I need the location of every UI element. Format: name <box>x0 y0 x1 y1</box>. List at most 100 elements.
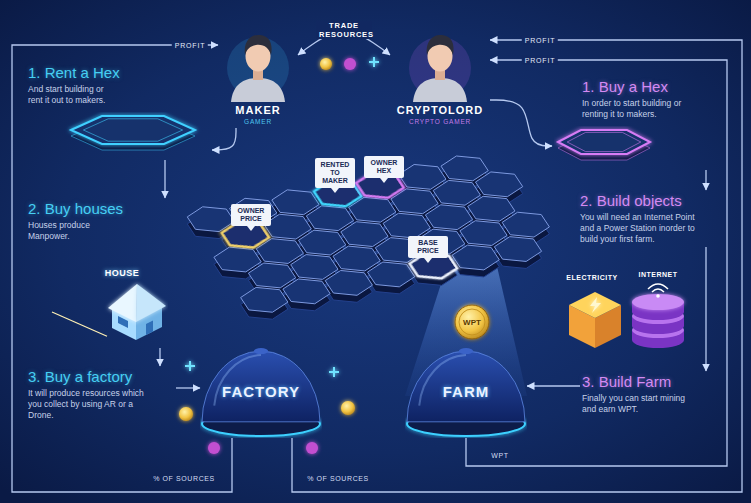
avatar-figure <box>408 28 472 102</box>
flow-connector <box>490 100 552 146</box>
player-name: CRYPTOLORD <box>390 104 490 117</box>
callout-pointer-shape <box>380 178 388 183</box>
callout-pointer <box>247 226 255 231</box>
connector-label: PROFIT <box>522 56 558 65</box>
player-avatar: MAKERGAMER <box>218 28 298 128</box>
hex-tile-inner <box>83 119 182 141</box>
step-text: You will need an Internet Point and a Po… <box>580 212 710 245</box>
step-text: Houses produce Manpower. <box>28 220 102 242</box>
step-heading: 3. Buy a factory <box>28 368 174 386</box>
internet-disc <box>632 294 684 310</box>
callout-tag: RENTED TO MAKER <box>315 158 355 188</box>
step-text: And start building or rent it out to mak… <box>28 84 118 106</box>
step-heading: 2. Buy houses <box>28 200 170 218</box>
step-block: 2. Build objectsYou will need an Interne… <box>578 190 713 247</box>
fence-post <box>66 316 68 325</box>
house-roof <box>136 284 166 322</box>
dome-knob <box>459 348 473 354</box>
player-name: MAKER <box>218 104 298 117</box>
flow-note: WPT <box>491 452 508 459</box>
connector-label: PROFIT <box>522 36 558 45</box>
wifi-symbol <box>656 294 660 298</box>
lightning-symbol <box>590 297 601 313</box>
wifi-symbol <box>648 284 668 292</box>
player-type: GAMER <box>218 117 298 126</box>
fence-post <box>101 331 103 340</box>
callout-pointer-shape <box>424 258 432 263</box>
flow-connector <box>12 45 232 492</box>
flow-connector <box>527 385 580 386</box>
drone-icon <box>185 361 195 371</box>
fence-post <box>71 318 73 327</box>
flow-connector <box>164 160 165 198</box>
fence-post <box>76 320 78 329</box>
connector-label: PROFIT <box>172 41 208 50</box>
avatar-figure <box>226 28 290 102</box>
hex-tile-top <box>71 116 195 144</box>
brain-icon <box>208 442 220 454</box>
step-block: 2. Buy housesHouses produce Manpower. <box>26 198 172 348</box>
object-label: HOUSE <box>105 268 140 278</box>
avatar-hair <box>245 35 272 55</box>
flow-note: % OF SOURCES <box>153 475 215 482</box>
callout-pointer <box>331 188 339 193</box>
flow-connector <box>292 40 742 492</box>
house-window <box>118 316 128 328</box>
callout-text: OWNER PRICE <box>233 207 269 223</box>
dome-building: FARM <box>405 345 527 438</box>
player-avatar: CRYPTOLORDCRYPTO GAMER <box>390 28 490 128</box>
dome-knob <box>254 348 268 354</box>
step-heading: 2. Build objects <box>580 192 711 210</box>
step-text: In order to start building or renting it… <box>582 98 702 120</box>
object-label: INTERNET <box>639 271 678 278</box>
hex-cell <box>490 233 545 266</box>
fence-post <box>96 329 98 338</box>
callout-text: BASE PRICE <box>410 239 446 255</box>
hex-tile <box>28 112 210 158</box>
coin-icon <box>341 401 355 415</box>
fence-post <box>106 333 108 342</box>
hex-tile-top <box>558 130 650 154</box>
hex-tile-inner <box>567 132 641 151</box>
callout-pointer-shape <box>331 188 339 193</box>
coin-ring <box>459 309 485 335</box>
flow-connector <box>705 247 706 371</box>
building-name: FARM <box>405 383 527 401</box>
step-block: 3. Build FarmFinally you can start minin… <box>580 371 712 417</box>
callout-text: OWNER HEX <box>366 159 402 175</box>
callout-tag: OWNER PRICE <box>231 204 271 226</box>
coin-label: WPT <box>463 318 481 327</box>
fence-post <box>56 311 58 320</box>
flow-connector <box>705 170 706 190</box>
house-door <box>146 321 153 336</box>
drone-icon <box>329 367 339 377</box>
step-block: 1. Rent a HexAnd start building or rent … <box>26 62 212 160</box>
flow-note: % OF SOURCES <box>307 475 369 482</box>
avatar-body <box>413 78 467 102</box>
building-name: FACTORY <box>200 383 322 401</box>
callout-tag: OWNER HEX <box>364 156 404 178</box>
dome-building: FACTORY <box>200 345 322 438</box>
player-type: CRYPTO GAMER <box>390 117 490 126</box>
flow-connector <box>176 387 200 388</box>
fence-post <box>81 322 83 331</box>
avatar-hair <box>427 35 454 55</box>
callout-pointer-shape <box>247 226 255 231</box>
callout-pointer <box>424 258 432 263</box>
step-heading: 1. Buy a Hex <box>582 78 713 96</box>
step-heading: 1. Rent a Hex <box>28 64 210 82</box>
step-block: 3. Buy a factory It will produce resource… <box>26 366 176 423</box>
drone-icon <box>369 57 379 67</box>
callout-pointer <box>380 178 388 183</box>
object-label: ELECTRICITY <box>566 274 617 281</box>
hex-grid <box>183 148 567 323</box>
step-text: It will produce resources which you coll… <box>28 388 148 421</box>
hex-tile <box>554 126 712 168</box>
fence-post <box>61 313 63 322</box>
fence-rail <box>52 312 107 336</box>
house-figure <box>28 246 168 346</box>
connectors <box>12 30 742 492</box>
avatar-body <box>231 78 285 102</box>
